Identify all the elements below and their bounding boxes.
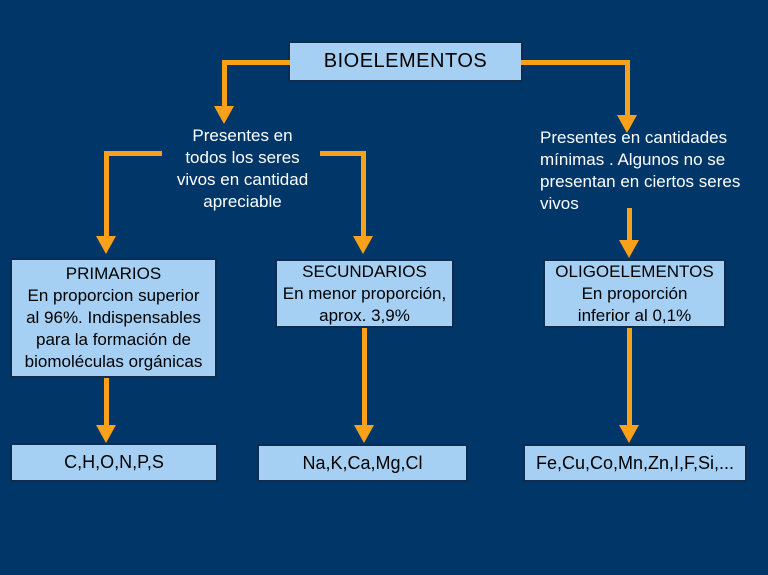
elements-box-primarios: C,H,O,N,P,S — [10, 443, 218, 482]
arrow-shaft — [104, 378, 109, 427]
arrow-head-icon — [617, 115, 637, 133]
root-box-bioelementos: BIOELEMENTOS — [288, 41, 523, 82]
arrow-shaft — [104, 151, 109, 238]
arrow-shaft — [362, 328, 367, 427]
note-left-branch: Presentes en todos los seres vivos en ca… — [176, 126, 309, 211]
arrow-head-icon — [619, 425, 639, 443]
category-title: OLIGOELEMENTOS — [555, 261, 714, 281]
root-box-label: BIOELEMENTOS — [323, 50, 488, 72]
arrow-shaft — [521, 60, 628, 65]
arrow-head-icon — [96, 236, 116, 254]
category-description: En proporcion superior al 96%. Indispens… — [24, 286, 203, 371]
category-description: En menor proporción, aprox. 3,9% — [282, 283, 447, 325]
category-box-secundarios: SECUNDARIOS En menor proporción, aprox. … — [275, 259, 454, 328]
arrow-shaft — [627, 328, 632, 427]
arrow-shaft — [361, 151, 366, 238]
arrow-shaft — [625, 60, 630, 117]
arrow-head-icon — [619, 240, 639, 258]
elements-box-secundarios: Na,K,Ca,Mg,Cl — [257, 444, 468, 482]
arrow-head-icon — [354, 425, 374, 443]
arrow-shaft — [104, 151, 162, 156]
arrow-shaft — [627, 208, 632, 242]
category-box-primarios: PRIMARIOS En proporcion superior al 96%.… — [10, 258, 217, 378]
arrow-shaft — [320, 151, 366, 156]
arrow-head-icon — [96, 425, 116, 443]
note-right-branch: Presentes en cantidades mínimas . Alguno… — [540, 128, 741, 213]
category-description: En proporción inferior al 0,1% — [577, 283, 692, 325]
category-title: PRIMARIOS — [65, 264, 162, 283]
category-box-oligoelementos: OLIGOELEMENTOS En proporción inferior al… — [543, 259, 726, 328]
arrow-head-icon — [214, 106, 234, 124]
arrow-shaft — [222, 60, 227, 108]
arrow-head-icon — [353, 236, 373, 254]
elements-box-oligoelementos: Fe,Cu,Co,Mn,Zn,I,F,Si,... — [523, 444, 747, 482]
arrow-shaft — [222, 60, 290, 65]
category-title: SECUNDARIOS — [302, 261, 427, 281]
